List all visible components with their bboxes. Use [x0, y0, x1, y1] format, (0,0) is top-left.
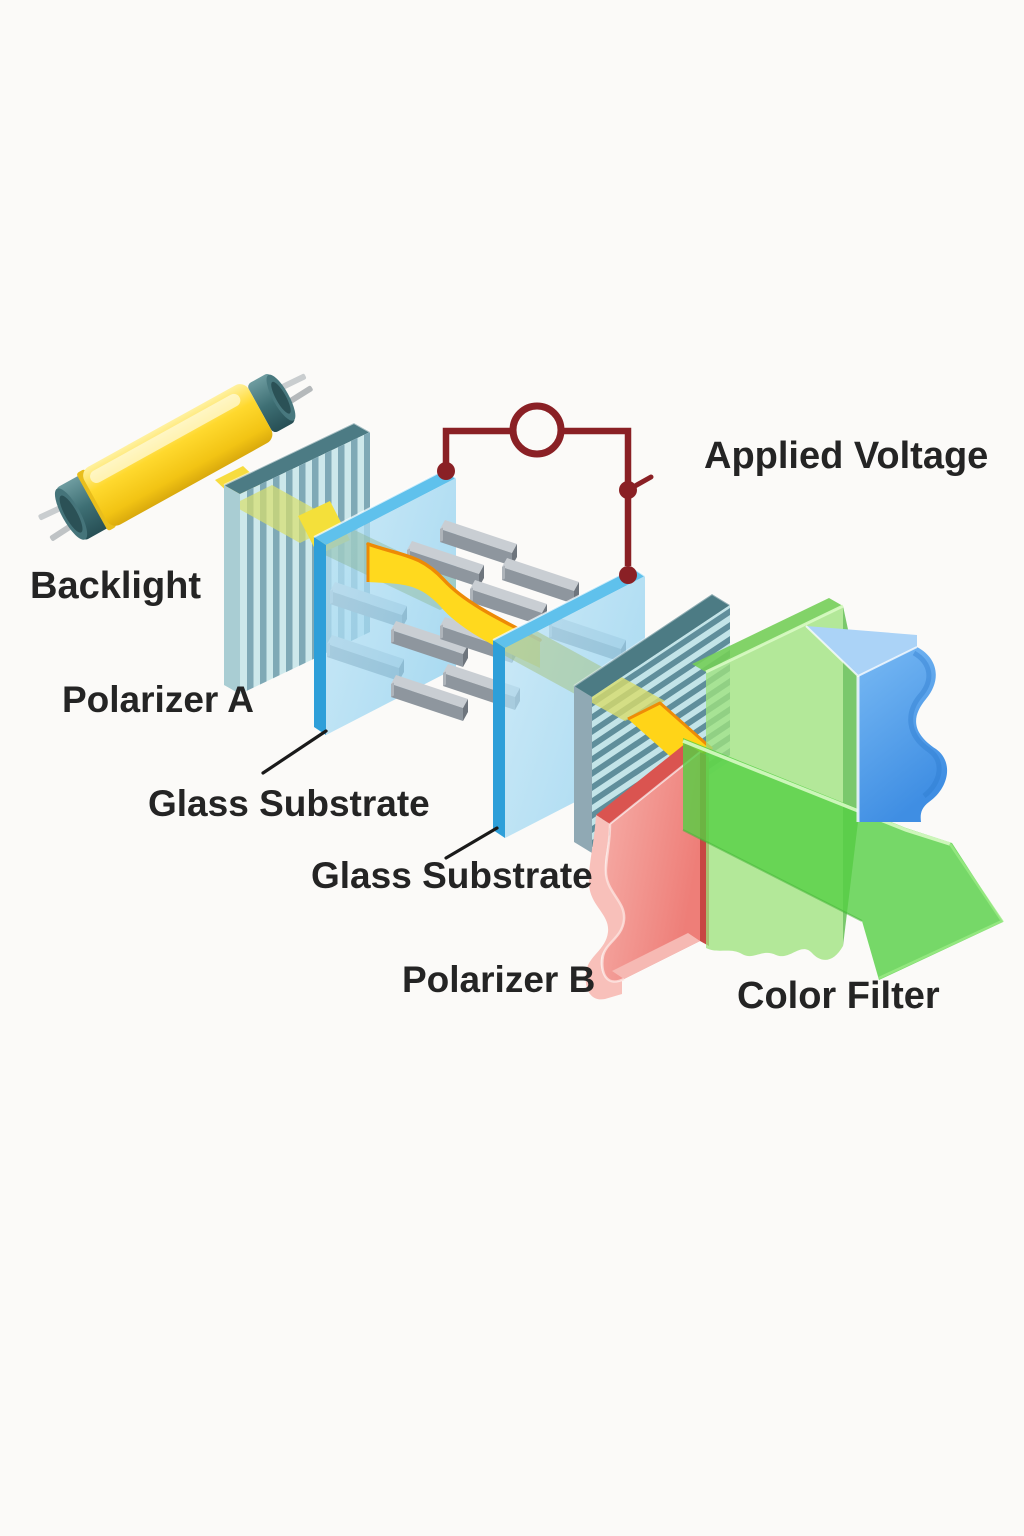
glass-substrate-2-label: Glass Substrate — [311, 855, 593, 896]
color-filter-blue-panel — [805, 625, 948, 822]
applied-voltage-circuit — [437, 402, 654, 584]
voltage-source-icon — [509, 402, 565, 458]
polarizer-b-label: Polarizer B — [402, 959, 595, 1000]
polarizer-a-label: Polarizer A — [62, 679, 254, 720]
green-light-arrow — [682, 738, 1004, 980]
electrode-contact-right — [619, 566, 637, 584]
leader-line-glass-substrate-2 — [444, 826, 499, 860]
switch-node — [619, 481, 637, 499]
applied-voltage-label: Applied Voltage — [704, 435, 988, 477]
color-filter-red-panel — [585, 743, 709, 1000]
backlight-label: Backlight — [30, 565, 201, 607]
electrode-contact-left — [437, 462, 455, 480]
backlight-lamp-icon — [38, 373, 313, 541]
leader-line-glass-substrate-1 — [261, 729, 328, 775]
glass-substrate-1-label: Glass Substrate — [148, 783, 430, 824]
color-filter-label: Color Filter — [737, 975, 940, 1017]
polarizer-b-stripes — [592, 608, 730, 847]
